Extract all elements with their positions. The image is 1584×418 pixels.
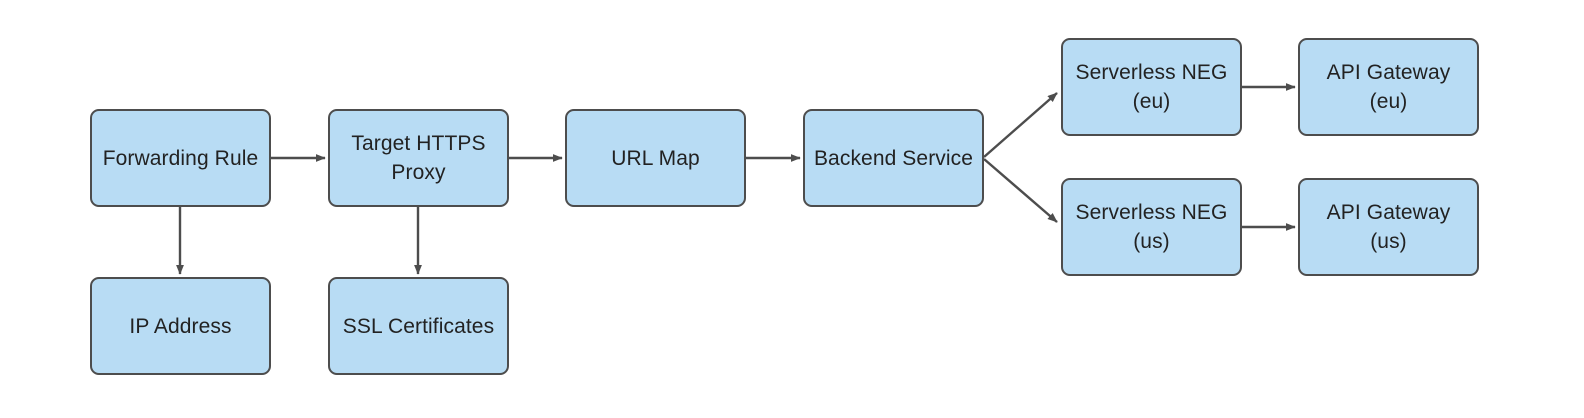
node-label-serverless-neg-us: Serverless NEG (us) xyxy=(1075,201,1228,253)
node-label-backend-service: Backend Service xyxy=(813,146,974,170)
node-backend-service[interactable]: Backend Service xyxy=(803,109,984,207)
node-target-https-proxy[interactable]: Target HTTPS Proxy xyxy=(328,109,509,207)
node-serverless-neg-us[interactable]: Serverless NEG (us) xyxy=(1061,178,1242,276)
edge-backend-service-to-serverless-neg-eu xyxy=(983,92,1058,158)
node-label-target-https-proxy: Target HTTPS Proxy xyxy=(351,132,486,184)
node-label-url-map: URL Map xyxy=(611,146,700,170)
node-label-forwarding-rule: Forwarding Rule xyxy=(102,146,259,170)
edge-backend-service-to-serverless-neg-us xyxy=(983,158,1058,223)
node-ip-address[interactable]: IP Address xyxy=(90,277,271,375)
node-label-ssl-certificates: SSL Certificates xyxy=(342,314,495,338)
node-url-map[interactable]: URL Map xyxy=(565,109,746,207)
node-serverless-neg-eu[interactable]: Serverless NEG (eu) xyxy=(1061,38,1242,136)
node-ssl-certificates[interactable]: SSL Certificates xyxy=(328,277,509,375)
node-label-api-gateway-eu: API Gateway (eu) xyxy=(1326,61,1451,113)
node-label-api-gateway-us: API Gateway (us) xyxy=(1326,201,1451,253)
node-forwarding-rule[interactable]: Forwarding Rule xyxy=(90,109,271,207)
node-api-gateway-us[interactable]: API Gateway (us) xyxy=(1298,178,1479,276)
node-label-serverless-neg-eu: Serverless NEG (eu) xyxy=(1075,61,1228,113)
node-label-ip-address: IP Address xyxy=(129,314,232,338)
node-api-gateway-eu[interactable]: API Gateway (eu) xyxy=(1298,38,1479,136)
